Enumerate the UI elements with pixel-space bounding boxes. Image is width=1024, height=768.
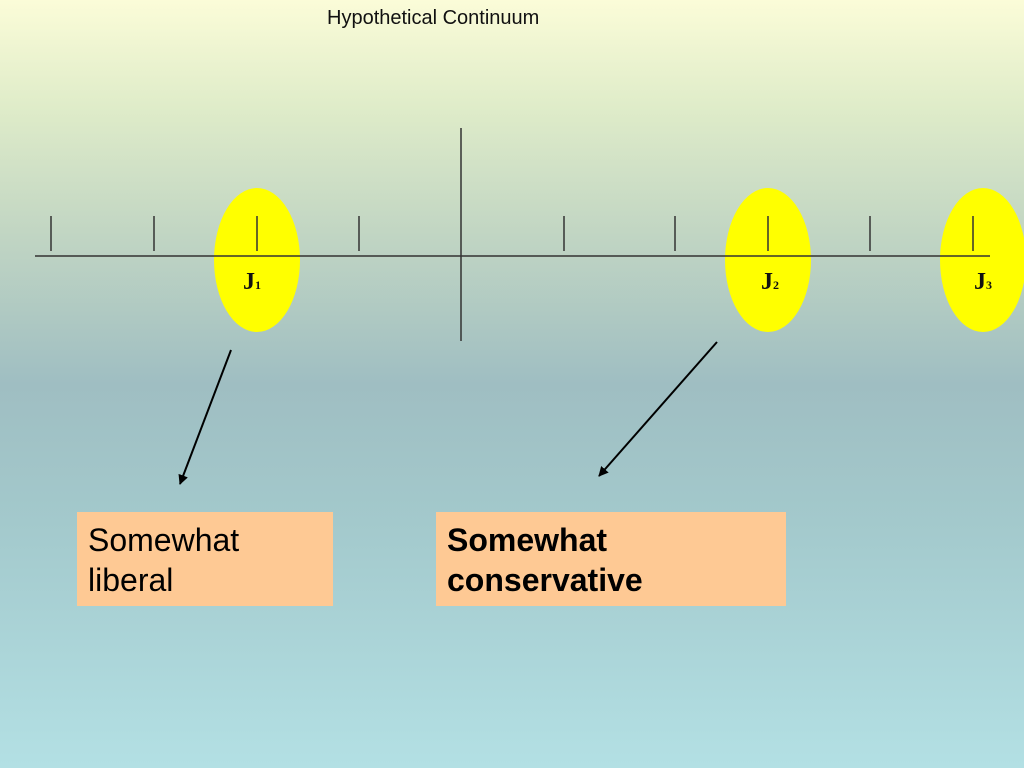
arrow-to-conservative xyxy=(598,341,718,477)
box-line: Somewhat xyxy=(447,522,608,558)
judgment-label-3: J3 xyxy=(974,269,992,295)
box-line: conservative xyxy=(447,562,643,598)
judgment-label-2: J2 xyxy=(761,269,779,295)
judgment-oval-3 xyxy=(940,188,1024,332)
box-line: liberal xyxy=(88,562,174,598)
judgment-oval-2 xyxy=(725,188,811,332)
judgment-label-1: J1 xyxy=(243,269,261,295)
box-line: Somewhat xyxy=(88,522,240,558)
arrow-to-liberal xyxy=(178,349,232,485)
somewhat-liberal-box: Somewhat liberal xyxy=(77,512,333,606)
diagram-title: Hypothetical Continuum xyxy=(327,7,540,29)
somewhat-conservative-box: Somewhat conservative xyxy=(436,512,786,606)
judgment-oval-1 xyxy=(214,188,300,332)
